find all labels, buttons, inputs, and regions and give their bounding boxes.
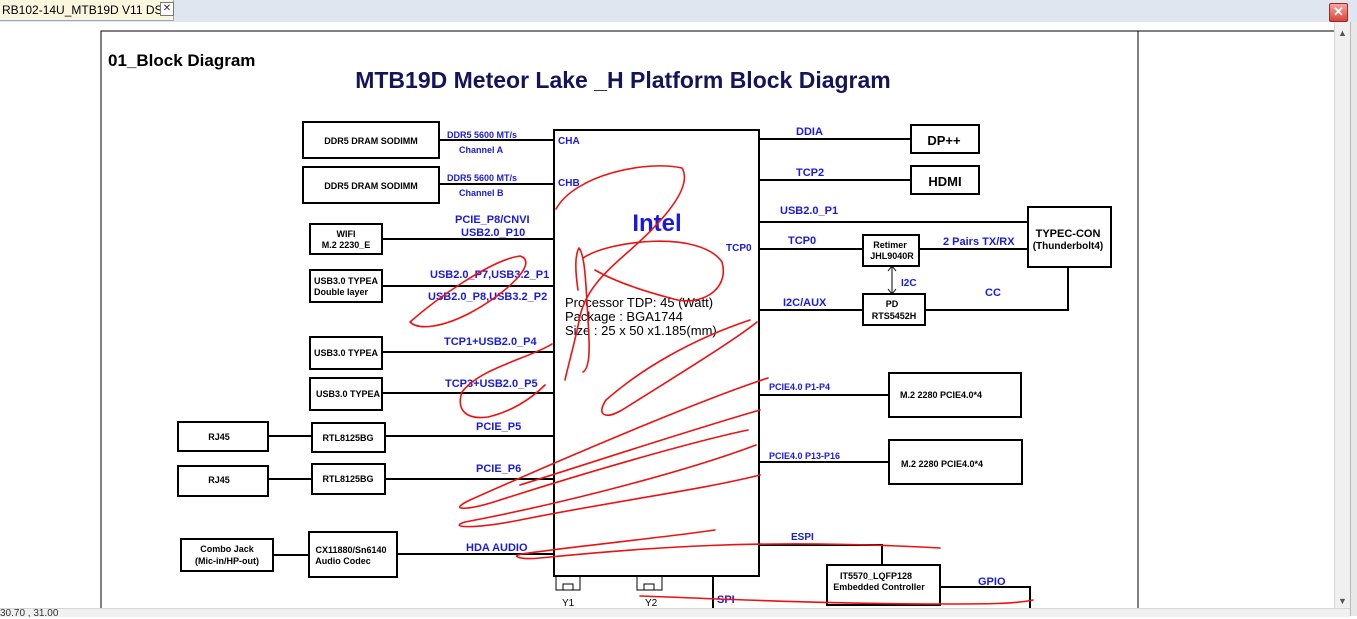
wifi-label-2: M.2 2230_E bbox=[322, 240, 371, 250]
combo-jack-block bbox=[180, 538, 274, 572]
sig-ddia: DDIA bbox=[796, 126, 823, 138]
dimm-b-label: DDR5 DRAM SODIMM bbox=[324, 181, 418, 191]
crystal-y1-label: Y1 bbox=[562, 598, 575, 608]
retimer-block bbox=[862, 234, 920, 267]
line-gpio bbox=[940, 586, 1031, 608]
cpu-size: Size : 25 x 50 x1.185(mm) bbox=[565, 323, 717, 338]
retimer-label-1: Retimer bbox=[873, 240, 907, 250]
cpu-tdp: Processor TDP: 45 (Watt) bbox=[565, 295, 713, 310]
crystal-y1 bbox=[555, 576, 581, 591]
cpu-port-cha: CHA bbox=[558, 136, 580, 147]
dimm-a-label: DDR5 DRAM SODIMM bbox=[324, 136, 418, 146]
ec-label-1: IT5570_LQFP128 bbox=[840, 571, 912, 581]
red-annotation-scribbles bbox=[409, 165, 1034, 605]
tab-document[interactable]: RB102-14U_MTB19D V11 DSN ✕ bbox=[0, 0, 174, 21]
usb-double-label-2: Double layer bbox=[314, 287, 369, 297]
hdmi-label: HDMI bbox=[928, 174, 961, 189]
ec-block bbox=[826, 564, 941, 606]
sig-hda: HDA AUDIO bbox=[466, 542, 528, 554]
m2-a-block bbox=[888, 372, 1022, 418]
m2-b-label: M.2 2280 PCIE4.0*4 bbox=[901, 459, 983, 469]
usb-typea-1-label: USB3.0 TYPEA bbox=[314, 348, 379, 358]
rtl-a-block bbox=[311, 422, 386, 453]
wifi-label-1: WIFI bbox=[337, 229, 356, 239]
sig-usb-p10: USB2.0_P10 bbox=[461, 227, 525, 239]
audio-codec-block bbox=[308, 531, 398, 578]
usb-typea-1-block bbox=[309, 336, 383, 370]
rj45-b-block bbox=[177, 465, 269, 497]
sig-pcie-p5: PCIE_P5 bbox=[476, 421, 521, 433]
sig-tcp1: TCP1+USB2.0_P4 bbox=[444, 336, 538, 348]
vertical-scrollbar[interactable]: ▲ ▼ bbox=[1334, 22, 1351, 608]
hdmi-block bbox=[910, 165, 980, 195]
combo-jack-label-1: Combo Jack bbox=[200, 544, 255, 554]
combo-jack-label-2: (Mic-in/HP-out) bbox=[195, 556, 259, 566]
sig-pcie-p13-p16: PCIE4.0 P13-P16 bbox=[769, 451, 840, 461]
usb-typea-2-label: USB3.0 TYPEA bbox=[316, 389, 381, 399]
audio-codec-label-2: Audio Codec bbox=[315, 556, 371, 566]
sig-pcie-p6: PCIE_P6 bbox=[476, 463, 521, 475]
rtl-a-label: RTL8125BG bbox=[322, 433, 373, 443]
sig-espi: ESPI bbox=[791, 532, 814, 543]
ec-label-2: Embedded Controller bbox=[833, 582, 925, 592]
rtl-b-label: RTL8125BG bbox=[322, 474, 373, 484]
line-cc bbox=[925, 267, 1069, 311]
retimer-label-2: JHL9040R bbox=[870, 251, 914, 261]
right-panel-edge bbox=[1350, 22, 1357, 616]
horizontal-scrollbar[interactable] bbox=[0, 608, 1350, 617]
sig-usb-p7: USB2.0_P7,USB3.2_P1 bbox=[430, 269, 549, 281]
usb-double-label-1: USB3.0 TYPEA bbox=[314, 276, 379, 286]
typec-label-1: TYPEC-CON bbox=[1036, 228, 1101, 240]
cpu-port-chb: CHB bbox=[558, 178, 580, 189]
sig-ch-b: Channel B bbox=[459, 188, 504, 198]
block-diagram: 01_Block Diagram MTB19D Meteor Lake _H P… bbox=[100, 30, 1334, 608]
crystal-y2-label: Y2 bbox=[645, 598, 658, 608]
status-coordinates: 30.70 , 31.00 bbox=[0, 608, 59, 619]
scroll-up-icon[interactable]: ▲ bbox=[1338, 28, 1347, 38]
m2-b-block bbox=[888, 439, 1023, 485]
sig-pcie-p8: PCIE_P8/CNVI bbox=[455, 214, 530, 226]
sig-i2c: I2C bbox=[901, 278, 917, 289]
sig-pcie-p1-p4: PCIE4.0 P1-P4 bbox=[769, 382, 830, 392]
sig-usb-p8: USB2.0_P8,USB3.2_P2 bbox=[428, 291, 547, 303]
rj45-b-label: RJ45 bbox=[208, 475, 230, 485]
dimm-a-block bbox=[302, 121, 440, 159]
crystal-y2 bbox=[636, 576, 663, 591]
rj45-a-label: RJ45 bbox=[208, 432, 230, 442]
sig-gpio: GPIO bbox=[978, 576, 1006, 588]
tab-label: RB102-14U_MTB19D V11 DSN bbox=[2, 3, 172, 17]
tab-close-icon[interactable]: ✕ bbox=[160, 2, 174, 16]
i2c-arrow-up-icon bbox=[887, 265, 897, 272]
dp-block bbox=[910, 124, 980, 154]
sheet-title: 01_Block Diagram bbox=[108, 51, 255, 70]
dimm-b-block bbox=[302, 166, 440, 204]
m2-a-label: M.2 2280 PCIE4.0*4 bbox=[900, 390, 982, 400]
sig-ch-a: Channel A bbox=[459, 145, 504, 155]
sig-tcp2: TCP2 bbox=[796, 167, 824, 179]
pd-label-1: PD bbox=[886, 299, 899, 309]
sig-pairs: 2 Pairs TX/RX bbox=[943, 236, 1015, 248]
audio-codec-label-1: CX11880/Sn6140 bbox=[315, 545, 386, 555]
sig-ddr-a: DDR5 5600 MT/s bbox=[447, 130, 517, 140]
pd-block bbox=[862, 293, 926, 326]
window-close-icon[interactable]: ✕ bbox=[1329, 3, 1348, 22]
pd-label-2: RTS5452H bbox=[872, 311, 917, 321]
dp-label: DP++ bbox=[927, 133, 961, 148]
typec-label-2: (Thunderbolt4) bbox=[1033, 241, 1104, 252]
sig-tcp0: TCP0 bbox=[788, 235, 816, 247]
tab-bar: RB102-14U_MTB19D V11 DSN ✕ ✕ bbox=[0, 0, 1357, 23]
sig-ddr-b: DDR5 5600 MT/s bbox=[447, 173, 517, 183]
usb-double-block bbox=[309, 269, 383, 303]
sig-usb-p1: USB2.0_P1 bbox=[780, 205, 838, 217]
typec-block bbox=[1027, 206, 1112, 268]
schematic-canvas[interactable]: 01_Block Diagram MTB19D Meteor Lake _H P… bbox=[0, 22, 1334, 608]
cpu-port-tcp0: TCP0 bbox=[726, 243, 752, 254]
cpu-package: Package : BGA1744 bbox=[565, 309, 683, 324]
sig-tcp3: TCP3+USB2.0_P5 bbox=[445, 378, 538, 390]
scroll-down-icon[interactable]: ▼ bbox=[1338, 596, 1347, 606]
sig-i2c-aux: I2C/AUX bbox=[783, 297, 827, 309]
i2c-arrow-down-icon bbox=[887, 288, 897, 295]
sig-cc: CC bbox=[985, 287, 1001, 299]
main-title: MTB19D Meteor Lake _H Platform Block Dia… bbox=[355, 67, 891, 93]
